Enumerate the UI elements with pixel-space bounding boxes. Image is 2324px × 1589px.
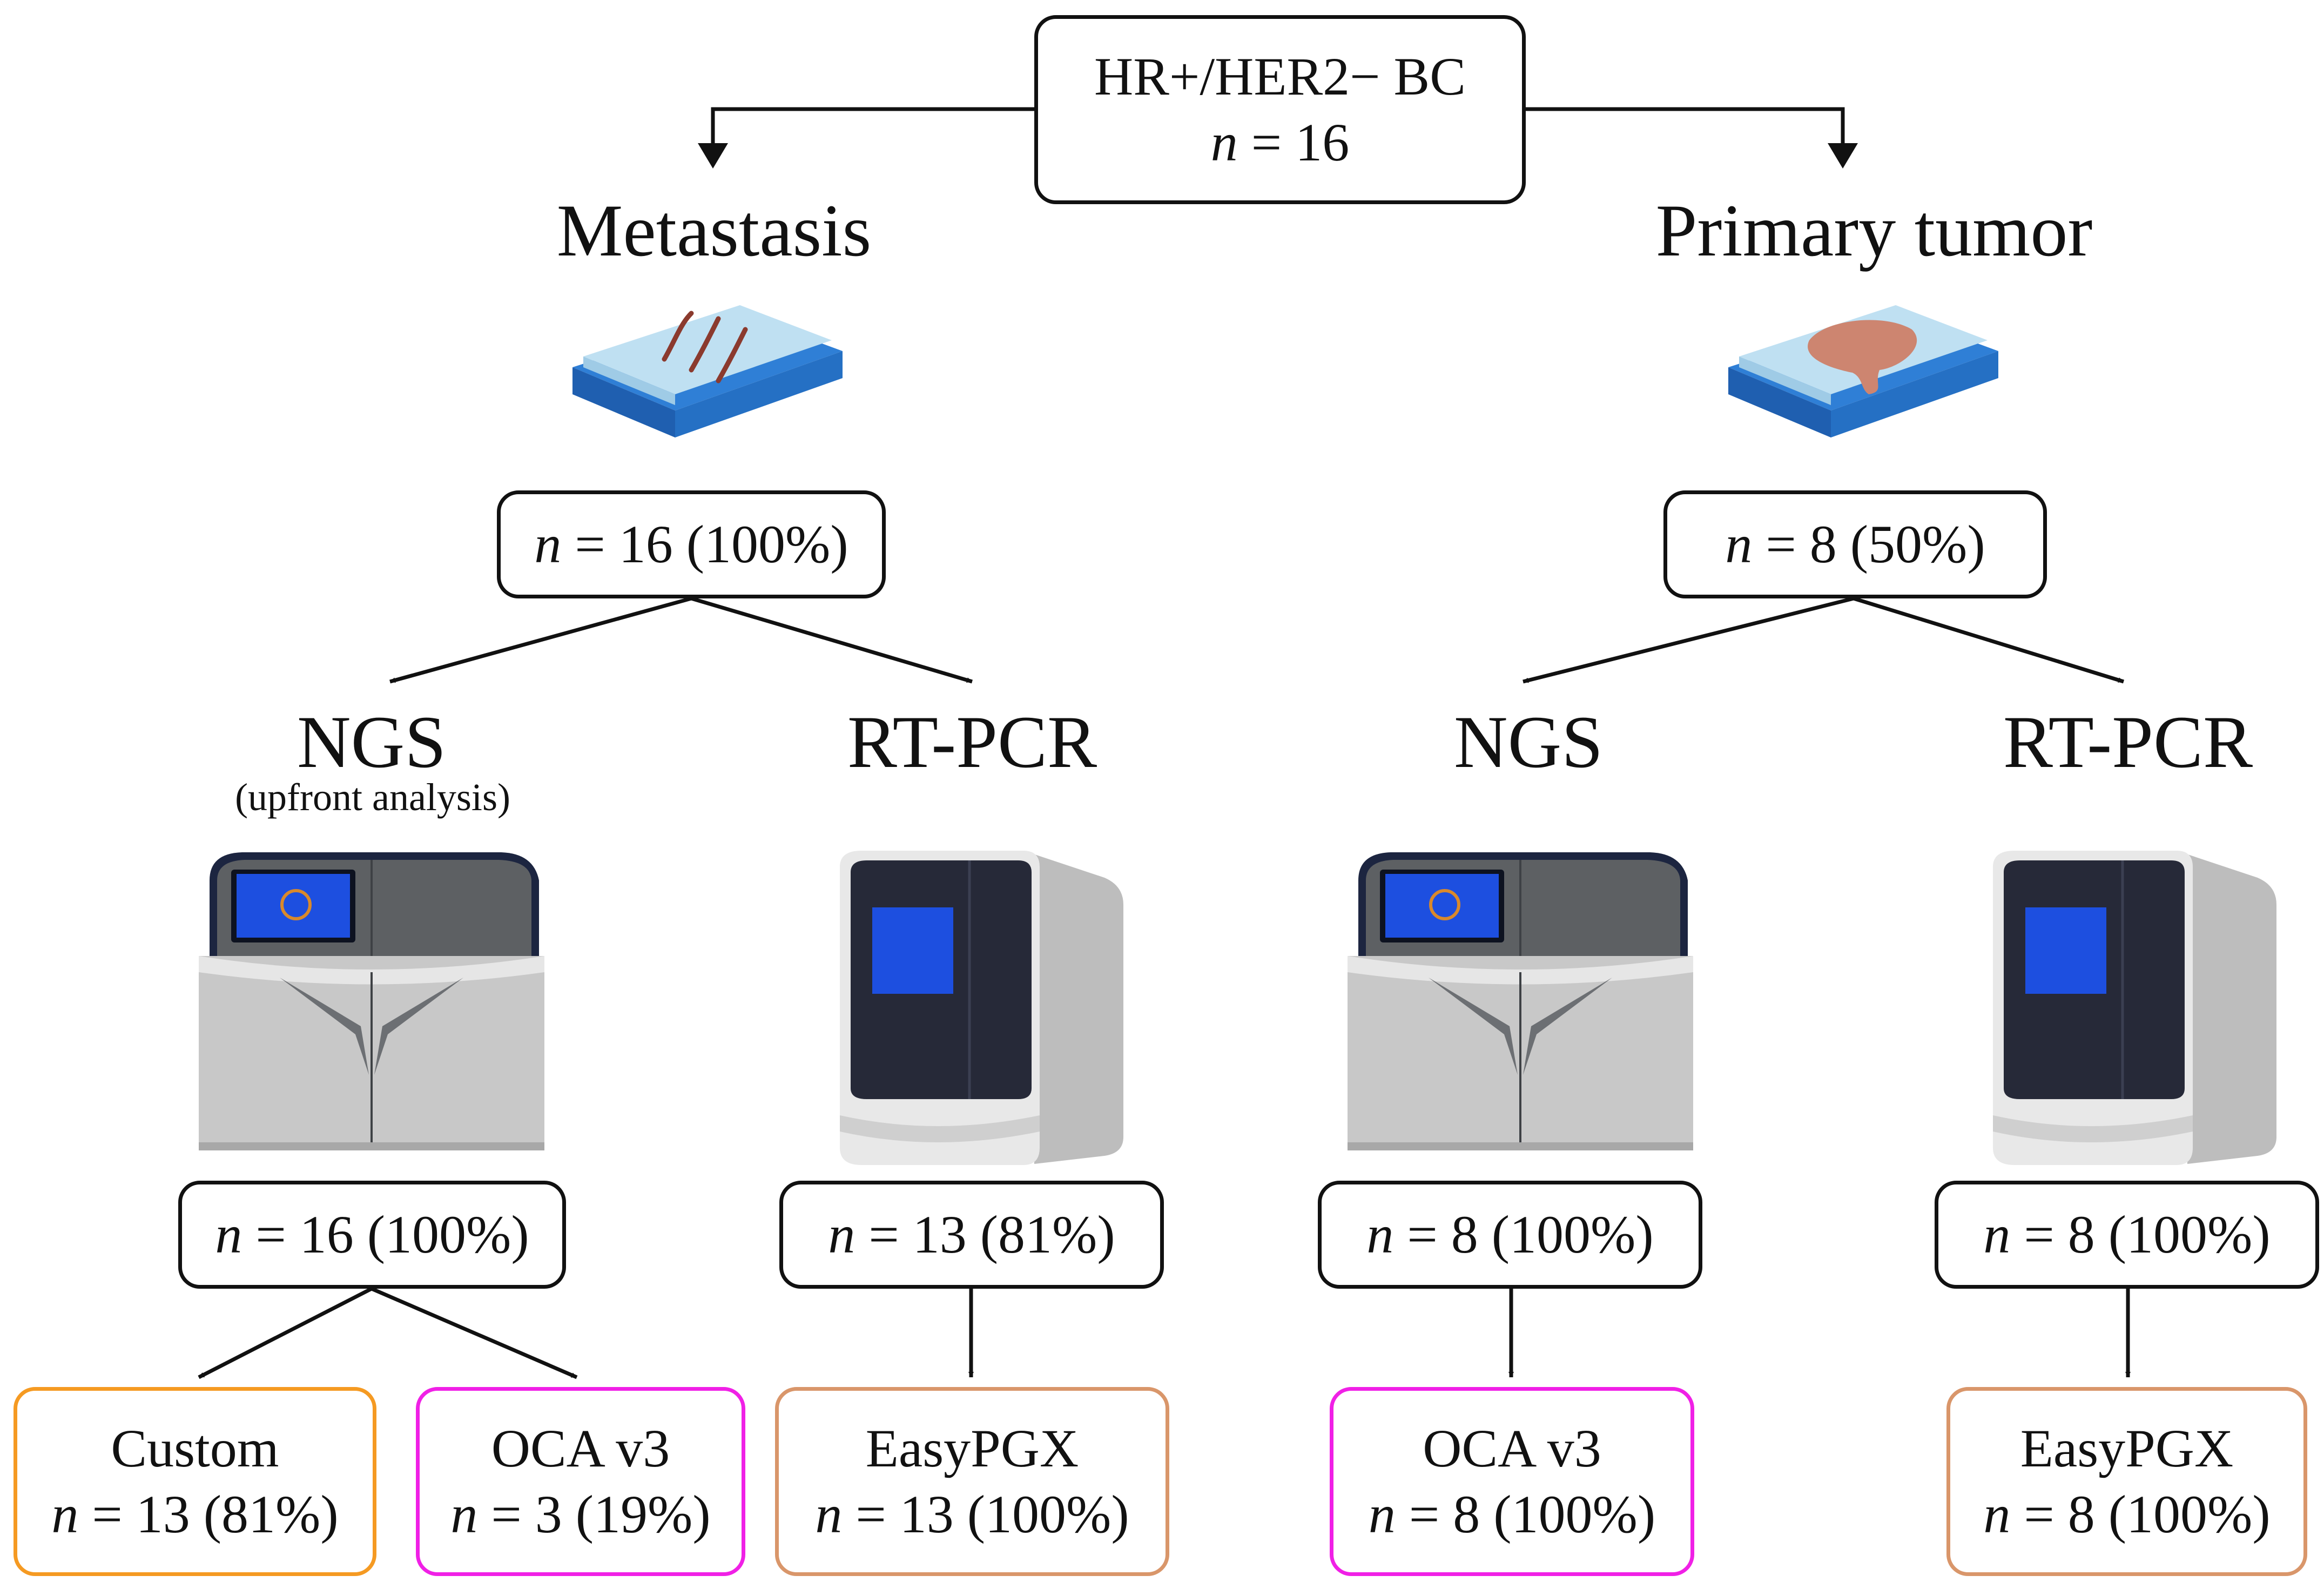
met-easypgx-panel-name: EasyPGX [865, 1418, 1079, 1478]
root-title: HR+/HER2− BC [1094, 46, 1466, 106]
met-easypgx-panel-box: EasyPGX n = 13 (100%) [775, 1387, 1169, 1576]
met-easypgx-panel-count: 13 (100%) [899, 1484, 1129, 1544]
arrow-ngs-to-oca [371, 1287, 578, 1379]
arrow-root-to-primary [1526, 107, 1845, 165]
root-count: n = 16 [1211, 110, 1349, 176]
met-oca-panel-box: OCA v3 n = 3 (19%) [416, 1387, 745, 1576]
met-oca-panel-count: 3 (19%) [535, 1484, 711, 1544]
met-oca-panel-name: OCA v3 [491, 1418, 670, 1478]
pri-easypgx-panel-name: EasyPGX [2020, 1418, 2234, 1478]
met-rtpcr-heading: RT-PCR [847, 701, 1097, 783]
slide-icon [551, 275, 853, 459]
metastasis-tissue [662, 311, 694, 362]
n-symbol: n [1210, 112, 1238, 172]
met-ngs-count: 16 (100%) [299, 1204, 529, 1264]
pri-oca-panel-box: OCA v3 n = 8 (100%) [1330, 1387, 1694, 1576]
pri-rtpcr-count-box: n = 8 (100%) [1935, 1181, 2319, 1289]
pri-easypgx-panel-box: EasyPGX n = 8 (100%) [1946, 1387, 2307, 1576]
metastasis-heading: Metastasis [556, 189, 872, 272]
pcr-instrument-icon [1977, 845, 2279, 1169]
met-ngs-count-box: n = 16 (100%) [178, 1181, 566, 1289]
custom-panel-box: Custom n = 13 (81%) [14, 1387, 376, 1576]
primary-tumor-heading: Primary tumor [1655, 189, 2093, 272]
metastasis-count-box: n = 16 (100%) [497, 490, 886, 598]
pri-easypgx-panel-count: 8 (100%) [2067, 1484, 2271, 1544]
met-rtpcr-count-box: n = 13 (81%) [779, 1181, 1164, 1289]
met-ngs-subtitle: (upfront analysis) [235, 776, 510, 819]
pcr-instrument-icon [824, 845, 1126, 1169]
root-n-value: 16 [1295, 112, 1350, 172]
pri-ngs-heading: NGS [1453, 701, 1604, 783]
primary-count-box: n = 8 (50%) [1663, 490, 2047, 598]
pri-oca-panel-count: 8 (100%) [1453, 1484, 1656, 1544]
arrow-root-to-metastasis [710, 107, 1034, 165]
pri-oca-panel-name: OCA v3 [1423, 1418, 1601, 1478]
equals-sign: = [1237, 112, 1296, 172]
arrow-pri-to-rtpcr [1853, 596, 2125, 684]
slide-icon [1707, 275, 2009, 459]
met-ngs-heading: NGS [297, 701, 447, 783]
pri-ngs-count-box: n = 8 (100%) [1318, 1181, 1702, 1289]
primary-count: 8 (50%) [1809, 514, 1985, 574]
pri-rtpcr-heading: RT-PCR [2003, 701, 2253, 783]
custom-panel-name: Custom [111, 1418, 279, 1478]
root-box: HR+/HER2− BC n = 16 [1034, 15, 1526, 204]
ngs-sequencer-icon [1348, 848, 1693, 1161]
custom-panel-count: 13 (81%) [136, 1484, 339, 1544]
arrow-pri-to-ngs [1523, 596, 1854, 684]
pri-rtpcr-count: 8 (100%) [2067, 1204, 2271, 1264]
arrow-ngs-to-custom [198, 1287, 373, 1379]
metastasis-count: 16 (100%) [618, 514, 848, 574]
ngs-sequencer-icon [199, 848, 544, 1161]
primary-tissue [1808, 320, 1917, 394]
arrow-met-to-ngs [389, 596, 692, 684]
met-rtpcr-count: 13 (81%) [912, 1204, 1115, 1264]
pri-ngs-count: 8 (100%) [1451, 1204, 1654, 1264]
arrow-met-to-rtpcr [691, 596, 973, 684]
